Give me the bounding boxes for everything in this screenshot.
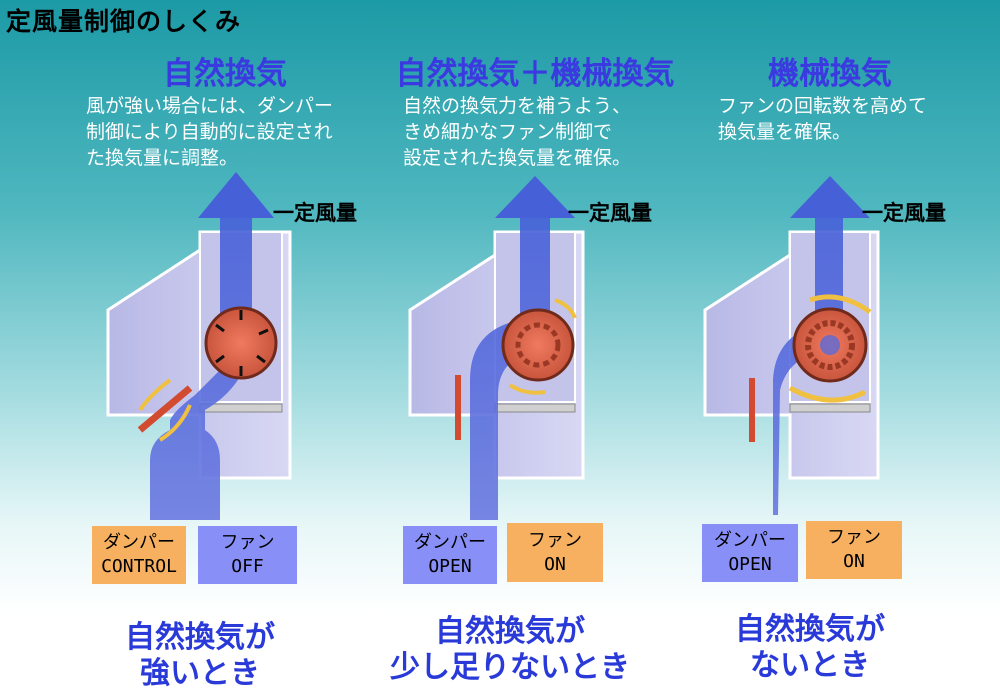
airflow-arrowhead-3 [790, 176, 870, 218]
panel-2-condition: 自然換気が 少し足りないとき [390, 614, 630, 685]
panel-2-constant-airflow: 一定風量 [568, 201, 652, 225]
panel-3-description: ファンの回転数を高めて 換気量を確保。 [718, 95, 928, 143]
panel-3-condition: 自然換気が ないとき [735, 612, 885, 683]
panel-3-damper-label: ダンパー [714, 530, 786, 551]
panel-1-description: 風が強い場合には、ダンパー 制御により自動的に設定され た換気量に調整。 [86, 95, 334, 169]
panel-2-damper-label: ダンパー [414, 532, 486, 553]
panel-3-diagram [703, 176, 880, 515]
panel-2-fan-label: ファン [528, 529, 582, 551]
damper-1 [137, 385, 193, 433]
panel-1-constant-airflow: 一定風量 [273, 201, 357, 225]
panel-3-constant-airflow: 一定風量 [862, 201, 946, 225]
panel-3-heading: 機械換気 [768, 56, 892, 92]
airflow-path-2 [470, 215, 550, 520]
damper-rotation-arrow-1 [138, 378, 172, 412]
fan-rotation-arrow-3a [809, 294, 872, 315]
panel-2-heading: 自然換気＋機械換気 [395, 56, 675, 92]
airflow-path-3 [773, 215, 843, 515]
panel-1-fan-box: ファン OFF [198, 526, 297, 584]
panel-2-fan-state: ON [544, 553, 566, 575]
panel-1-damper-label: ダンパー [103, 532, 175, 553]
fan-1 [204, 306, 278, 380]
panel-3-damper-box: ダンパー OPEN [702, 524, 798, 582]
fan-rotation-arrow-2a [554, 298, 577, 319]
panel-2-diagram [408, 176, 585, 520]
panel-1-damper-box: ダンパー CONTROL [92, 526, 186, 584]
airflow-arrowhead-1 [198, 172, 274, 218]
panel-3-fan-box: ファン ON [806, 521, 902, 579]
shelf-3 [789, 403, 871, 413]
page-title: 定風量制御のしくみ [6, 7, 242, 36]
fan-2 [501, 308, 575, 382]
airflow-arrowhead-2 [495, 176, 575, 218]
panel-1-heading: 自然換気 [163, 56, 287, 92]
panel-2-damper-box: ダンパー OPEN [403, 526, 497, 584]
panel-2-damper-state: OPEN [428, 556, 472, 577]
panel-1-fan-state: OFF [231, 556, 264, 577]
panel-3-fan-label: ファン [827, 527, 881, 548]
panel-1-fan-label: ファン [220, 532, 275, 553]
panel-3-damper-state: OPEN [728, 554, 772, 575]
panel-1-diagram [106, 172, 292, 520]
fan-rotation-arrow-3b [788, 385, 867, 403]
panel-2-fan-box: ファン ON [507, 523, 603, 582]
panel-2-description: 自然の換気力を補うよう、 きめ細かなファン制御で 設定された換気量を確保。 [403, 95, 632, 169]
panel-3-fan-state: ON [843, 551, 865, 572]
panel-1-damper-state: CONTROL [101, 556, 177, 577]
shelf-2 [494, 403, 576, 413]
panel-1-condition: 自然換気が 強いとき [125, 620, 275, 691]
airflow-path-1 [150, 215, 252, 520]
fan-rotation-arrow-2b [508, 383, 546, 395]
